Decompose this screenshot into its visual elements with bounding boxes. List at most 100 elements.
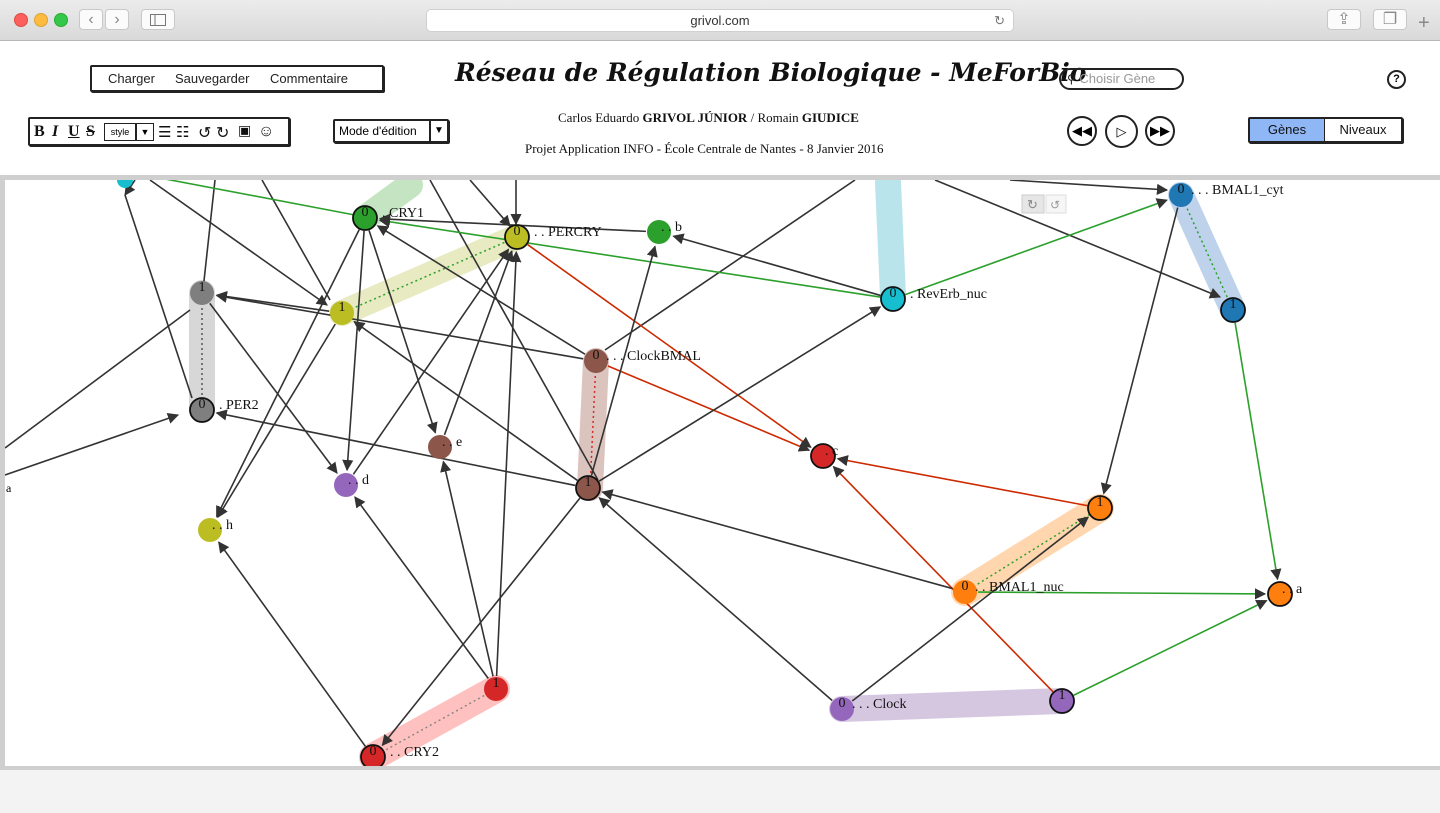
commentaire-button[interactable]: Commentaire — [270, 71, 349, 86]
reload-icon[interactable]: ↻ — [994, 13, 1005, 28]
edge-CRY2_1-d[interactable] — [354, 496, 489, 680]
strike-button[interactable]: S — [86, 123, 95, 140]
search-icon: ⚲ — [1067, 72, 1076, 86]
node-ClockBMAL_0[interactable]: 0. . . ClockBMAL — [584, 348, 701, 373]
canvas-undo-icon[interactable]: ↻ — [1021, 194, 1045, 214]
numbered-list-icon[interactable]: ☷ — [176, 125, 190, 141]
underline-button[interactable]: U — [68, 123, 80, 140]
mode-select[interactable]: Mode d'édition ▼ — [333, 119, 449, 143]
edge-CRY1_0-d[interactable] — [342, 230, 365, 472]
edge-ClockBMAL_0-c[interactable] — [607, 365, 811, 452]
sauvegarder-button[interactable]: Sauvegarder — [175, 71, 250, 86]
page-title: Réseau de Régulation Biologique - MeForB… — [455, 58, 1087, 87]
zoom-window-button[interactable] — [54, 13, 68, 27]
node-level-label: 1 — [1059, 688, 1066, 703]
edge-Clock_0-BMAL1nuc_1[interactable] — [851, 516, 1090, 702]
charger-button[interactable]: Charger — [108, 71, 155, 86]
node-CRY2_1[interactable]: 1 — [484, 676, 508, 701]
edge-PERCRY_1-PER2_1[interactable] — [215, 291, 330, 312]
back-icon[interactable]: ‹ — [79, 9, 103, 30]
edge-RevErb_0-BMAL1cyt_0[interactable] — [904, 198, 1168, 296]
edge-PERCRY_0-c[interactable] — [527, 243, 812, 448]
italic-button[interactable]: I — [52, 123, 59, 140]
genes-tab[interactable]: Gènes — [1250, 119, 1324, 141]
node-BMAL1nuc_1[interactable]: 1 — [1087, 495, 1113, 521]
node-ClockBMAL_1[interactable]: 1 — [575, 475, 601, 501]
node-h[interactable]: . . h — [198, 518, 233, 542]
graph-canvas[interactable]: 0. . CRY1 0. . . PERCRY 1 . . b 1 0. . PER2 0.… — [0, 175, 1440, 770]
search-input[interactable]: ⚲ Choisir Gène — [1059, 68, 1184, 90]
text-toolbar: B I U S style ▼ ☰ ☷ ↺ ↻ ▣ ☺ — [28, 117, 290, 146]
bullet-list-icon[interactable]: ☰ — [158, 125, 172, 141]
edge-Clock_0-ClockBMAL_1[interactable] — [598, 497, 833, 702]
edge-CRY1_0-h[interactable] — [215, 229, 360, 518]
forward-icon[interactable]: › — [105, 9, 129, 30]
edge-ClockBMAL_1-PERCRY_1[interactable] — [353, 321, 578, 482]
node-level-label: 1 — [1230, 297, 1237, 312]
niveaux-tab[interactable]: Niveaux — [1324, 119, 1401, 141]
node-level-label: 1 — [493, 676, 500, 691]
edge-BMAL1nuc_1-c[interactable] — [836, 455, 1088, 507]
node-PER2_0[interactable]: 0. . PER2 — [189, 397, 259, 423]
node-CRY2_0[interactable]: 0. . . CRY2 — [360, 744, 439, 766]
chevron-down-icon[interactable]: ▼ — [429, 121, 447, 141]
node-CRY1_0[interactable]: 0. . CRY1 — [352, 205, 424, 231]
rewind-icon[interactable]: ◀◀ — [1067, 116, 1097, 146]
node-PER2_1[interactable]: 1 — [190, 280, 214, 305]
node-d[interactable]: . . d — [334, 473, 369, 497]
help-icon[interactable]: ? — [1387, 70, 1406, 89]
node-a[interactable]: . . a — [1267, 581, 1303, 607]
node-BMAL1cyt_0[interactable]: 0. . . BMAL1_cyt — [1169, 182, 1284, 207]
share-icon[interactable]: ⇪ — [1327, 9, 1361, 30]
tabs-icon[interactable]: ❐ — [1373, 9, 1407, 30]
emoji-icon[interactable]: ☺ — [258, 123, 275, 140]
undo-icon[interactable]: ↺ — [198, 125, 212, 142]
edge-RevErb_0-b[interactable] — [672, 233, 881, 297]
fast-forward-icon[interactable]: ▶▶ — [1145, 116, 1175, 146]
edge-BMAL1cyt_0-BMAL1nuc_1[interactable] — [1100, 207, 1179, 495]
redo-icon[interactable]: ↻ — [216, 125, 230, 142]
author1-first: Carlos Eduardo — [558, 110, 640, 125]
canvas-redo-icon[interactable]: ↺ — [1045, 194, 1067, 214]
edge-Clock_1-c[interactable] — [832, 465, 1054, 693]
edge-e-PERCRY_0[interactable] — [443, 250, 514, 436]
edge-Clock_1-a[interactable] — [1073, 599, 1268, 696]
edge-BMAL1cyt_1-a[interactable] — [1234, 322, 1282, 581]
node-BMAL1cyt_1[interactable]: 1 — [1220, 297, 1246, 323]
edge-CRY2_1-e[interactable] — [440, 460, 494, 677]
edge-PER2_1-d[interactable] — [209, 302, 338, 474]
node-PERCRY_0[interactable]: 0. . . PERCRY — [504, 224, 602, 250]
edge-d-PERCRY_0[interactable] — [352, 248, 510, 475]
search-placeholder: Choisir Gène — [1079, 71, 1156, 86]
close-window-button[interactable] — [14, 13, 28, 27]
edge-ClockBMAL_1-RevErb_0[interactable] — [598, 306, 882, 482]
edge-RevErb_0-CRY1_0[interactable] — [378, 216, 881, 298]
sidebar-icon[interactable] — [141, 9, 175, 30]
node-b[interactable]: . . b — [647, 220, 682, 244]
edge-BMAL1nuc_0-a[interactable] — [977, 588, 1267, 600]
node-c[interactable]: . c — [810, 443, 838, 469]
address-bar[interactable]: grivol.com ↻ — [426, 9, 1014, 32]
edge-CRY2_1-PERCRY_0[interactable] — [495, 250, 522, 677]
bold-button[interactable]: B — [34, 123, 45, 140]
edge-ClockBMAL_1-b[interactable] — [590, 245, 658, 476]
node-e[interactable]: . . e — [428, 435, 462, 459]
node-Clock_1[interactable]: 1 — [1049, 688, 1075, 714]
regulation-graph[interactable]: 0. . CRY1 0. . . PERCRY 1 . . b 1 0. . PER2 0.… — [5, 180, 1440, 766]
edge-CRY1_0-e[interactable] — [368, 230, 438, 434]
play-icon[interactable]: ▷ — [1105, 115, 1138, 148]
author-separator: / — [750, 110, 755, 125]
edge-CRY2_0-h[interactable] — [218, 541, 367, 747]
edge-ClockBMAL_1-PER2_0[interactable] — [215, 409, 576, 487]
image-icon[interactable]: ▣ — [238, 124, 252, 139]
node-BMAL1nuc_0[interactable]: 0. . BMAL1_nuc — [953, 579, 1064, 604]
edge-PERCRY_1-h[interactable] — [217, 323, 336, 519]
node-Clock_0[interactable]: 0. . . Clock — [830, 696, 906, 721]
style-select[interactable]: style — [104, 123, 136, 141]
node-RevErb_0[interactable]: 0. . RevErb_nuc — [880, 286, 987, 312]
edge-BMAL1nuc_0-ClockBMAL_1[interactable] — [601, 489, 953, 590]
minimize-window-button[interactable] — [34, 13, 48, 27]
new-tab-icon[interactable]: + — [1418, 12, 1430, 34]
node-PERCRY_1[interactable]: 1 — [330, 300, 354, 325]
chevron-down-icon[interactable]: ▼ — [136, 123, 154, 141]
